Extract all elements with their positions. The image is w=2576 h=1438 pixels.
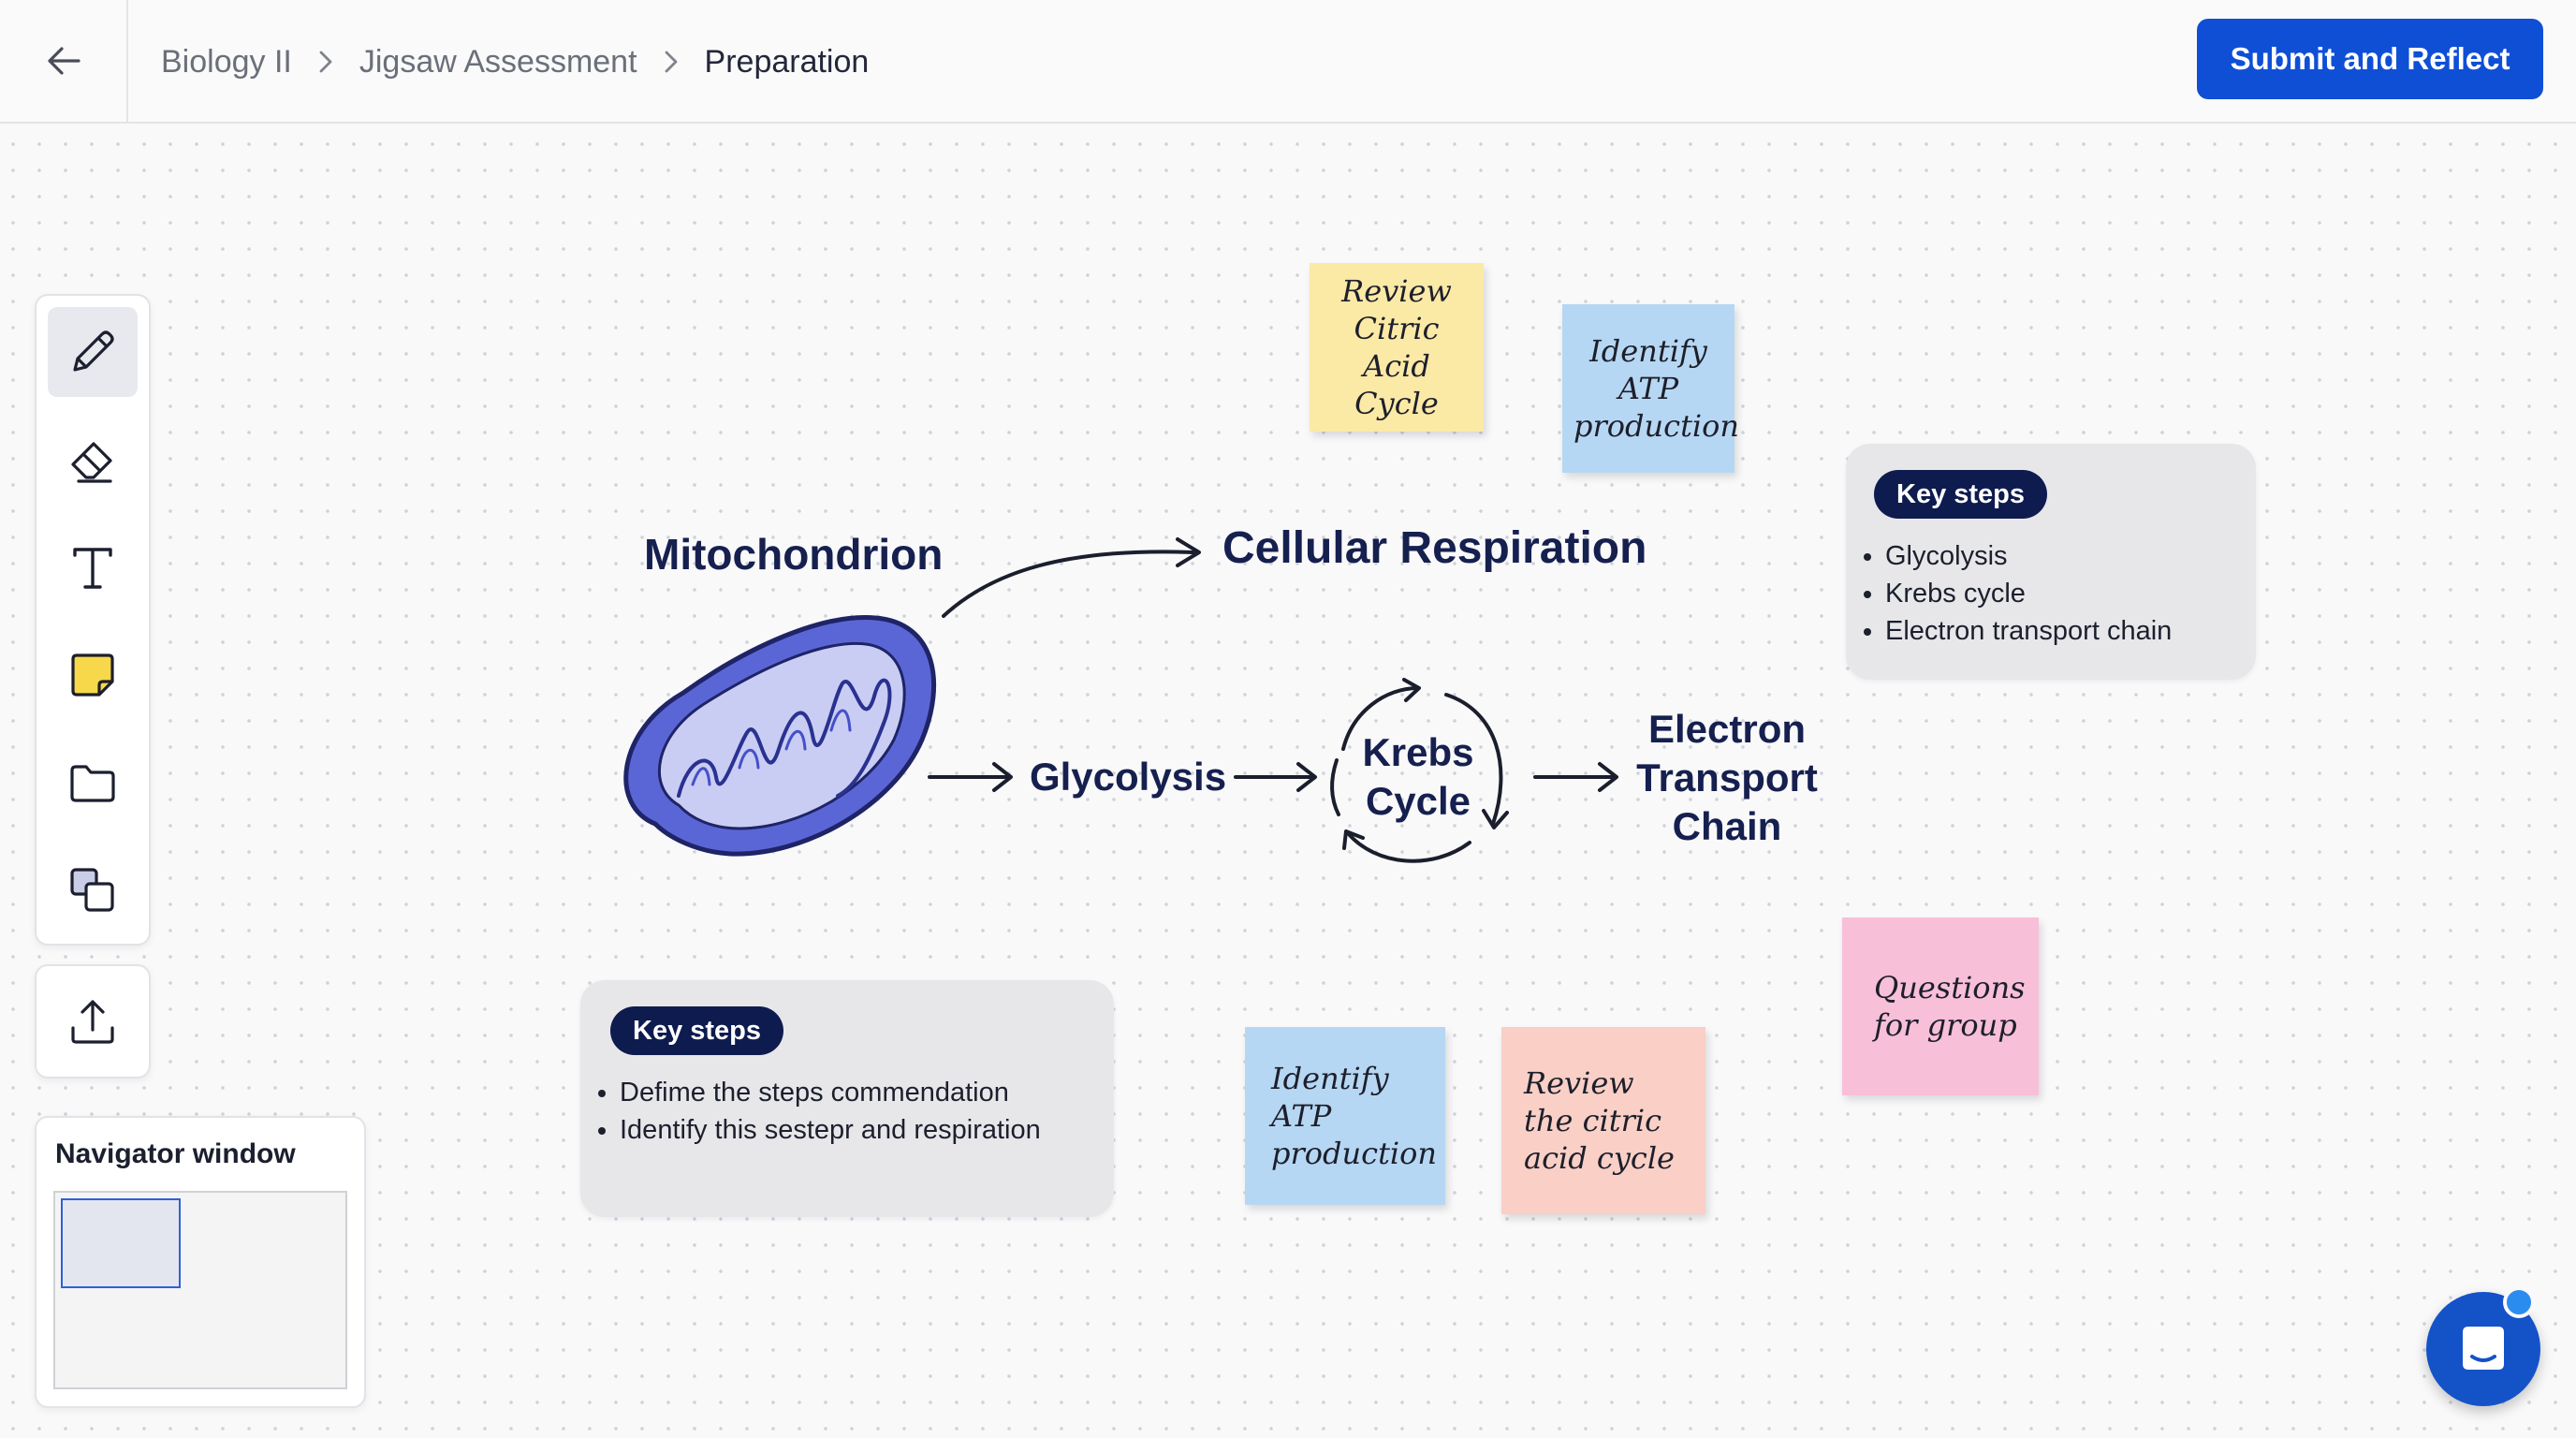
back-button[interactable] (0, 0, 128, 122)
mitochondrion-illustration (623, 615, 936, 857)
upload-icon (71, 1000, 114, 1044)
sticky-note[interactable]: Identify ATP production (1245, 1027, 1445, 1205)
folder-tool-button[interactable] (48, 738, 138, 828)
sticky-note-text: Identify ATP production (1573, 333, 1740, 444)
key-steps-badge: Key steps (610, 1006, 784, 1055)
glycolysis-node[interactable]: Glycolysis (1029, 755, 1227, 799)
top-bar: Biology II Jigsaw Assessment Preparation… (0, 0, 2576, 124)
shapes-icon (70, 868, 114, 912)
shapes-tool-button[interactable] (48, 845, 138, 935)
arrow-to-krebs (1234, 762, 1317, 792)
chat-button[interactable] (2426, 1286, 2540, 1406)
list-item: Glycolysis (1885, 537, 2172, 575)
sticky-note[interactable]: Identify ATP production (1562, 304, 1740, 473)
chevron-right-icon (662, 48, 681, 76)
breadcrumb-item-course[interactable]: Biology II (161, 43, 292, 80)
list-item: Krebs cycle (1885, 575, 2172, 612)
navigator-title: Navigator window (55, 1138, 296, 1169)
krebs-cycle-arrows (1330, 678, 1509, 863)
list-item: Identify this sestepr and respiration (620, 1111, 1088, 1149)
eraser-icon (71, 442, 112, 483)
chevron-right-icon (316, 48, 335, 76)
eraser-tool-button[interactable] (48, 415, 138, 505)
sticky-note-text: Questions for group (1874, 970, 2026, 1043)
pencil-tool-button[interactable] (48, 307, 138, 397)
key-steps-badge: Key steps (1874, 470, 2048, 519)
mitochondrion-label: Mitochondrion (644, 530, 944, 579)
cellular-respiration-label: Cellular Respiration (1222, 523, 1647, 573)
electron-transport-chain-node[interactable]: Electron Transport Chain (1636, 707, 1818, 848)
pencil-icon (73, 330, 114, 372)
sticky-note[interactable]: Questions for group (1842, 917, 2039, 1095)
key-steps-list: Glycolysis Krebs cycle Electron transpor… (1846, 537, 2172, 650)
key-steps-card[interactable]: Key steps Glycolysis Krebs cycle Electro… (1846, 444, 2256, 680)
arrow-left-icon (47, 47, 80, 75)
arrow-to-electron-transport (1533, 762, 1618, 792)
list-item: Electron transport chain (1885, 612, 2172, 650)
breadcrumb: Biology II Jigsaw Assessment Preparation (161, 36, 869, 88)
key-steps-card[interactable]: Key steps Defime the steps commendation … (580, 980, 1114, 1217)
text-tool-button[interactable] (48, 522, 138, 612)
notification-dot (2503, 1286, 2535, 1318)
upload-button[interactable] (35, 964, 151, 1078)
submit-and-reflect-button[interactable]: Submit and Reflect (2197, 19, 2543, 99)
breadcrumb-item-current: Preparation (704, 43, 870, 80)
navigator-window: Navigator window (35, 1116, 366, 1408)
sticky-note-tool-button[interactable] (48, 630, 138, 720)
folder-icon (70, 765, 115, 802)
sticky-note-text: Review the citric acid cycle (1524, 1065, 1675, 1176)
key-steps-list: Defime the steps commendation Identify t… (580, 1074, 1088, 1149)
navigator-viewport[interactable] (61, 1198, 181, 1288)
sticky-note[interactable]: Review Citric Acid Cycle (1310, 263, 1484, 432)
text-icon (73, 548, 112, 589)
sticky-note-text: Review Citric Acid Cycle (1341, 273, 1452, 421)
drawing-toolbar (35, 294, 151, 946)
sticky-note[interactable]: Review the citric acid cycle (1501, 1027, 1705, 1214)
breadcrumb-item-assessment[interactable]: Jigsaw Assessment (359, 43, 637, 80)
navigator-minimap[interactable] (53, 1191, 347, 1389)
chat-icon (2463, 1327, 2504, 1370)
sticky-note-icon (71, 653, 114, 697)
krebs-cycle-node[interactable]: Krebs Cycle (1362, 730, 1474, 823)
list-item: Defime the steps commendation (620, 1074, 1088, 1111)
arrow-to-respiration (942, 537, 1201, 618)
arrow-to-glycolysis (928, 762, 1013, 792)
sticky-note-text: Identify ATP production (1271, 1061, 1438, 1171)
